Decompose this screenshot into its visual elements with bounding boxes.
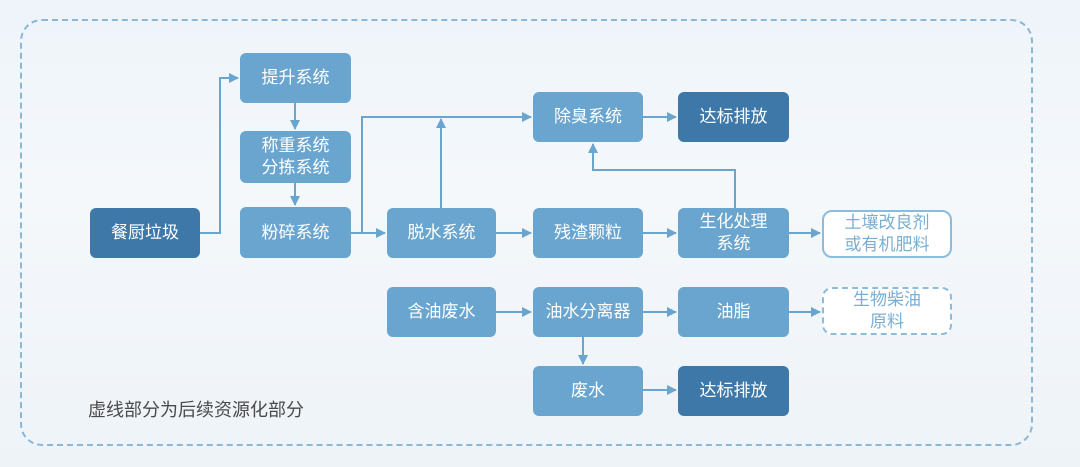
legend-note: 虚线部分为后续资源化部分	[88, 400, 304, 421]
node-residue-particles: 残渣颗粒	[533, 208, 643, 258]
arrow-waste-to-lifting	[200, 73, 239, 234]
arrow-to-deodorization	[361, 112, 532, 233]
node-lifting-system: 提升系统	[240, 53, 351, 103]
arrow-bio-to-deodor	[588, 143, 736, 208]
node-dewatering-system: 脱水系统	[387, 208, 496, 258]
node-bio-treatment: 生化处理 系统	[678, 208, 789, 258]
node-wastewater: 废水	[533, 366, 643, 416]
node-weighing-sorting: 称重系统 分拣系统	[240, 131, 351, 183]
dashed-frame	[20, 19, 1033, 446]
node-grease: 油脂	[678, 287, 789, 337]
node-kitchen-waste: 餐厨垃圾	[90, 208, 200, 258]
node-deodorization-system: 除臭系统	[533, 92, 643, 142]
node-discharge-top: 达标排放	[678, 92, 789, 142]
node-biodiesel-feedstock: 生物柴油 原料	[822, 287, 952, 335]
node-oil-water-separator: 油水分离器	[533, 287, 643, 337]
node-discharge-bottom: 达标排放	[678, 366, 789, 416]
node-oily-wastewater: 含油废水	[387, 287, 496, 337]
node-soil-conditioner: 土壤改良剂 或有机肥料	[822, 210, 952, 258]
node-crushing-system: 粉碎系统	[240, 207, 351, 258]
